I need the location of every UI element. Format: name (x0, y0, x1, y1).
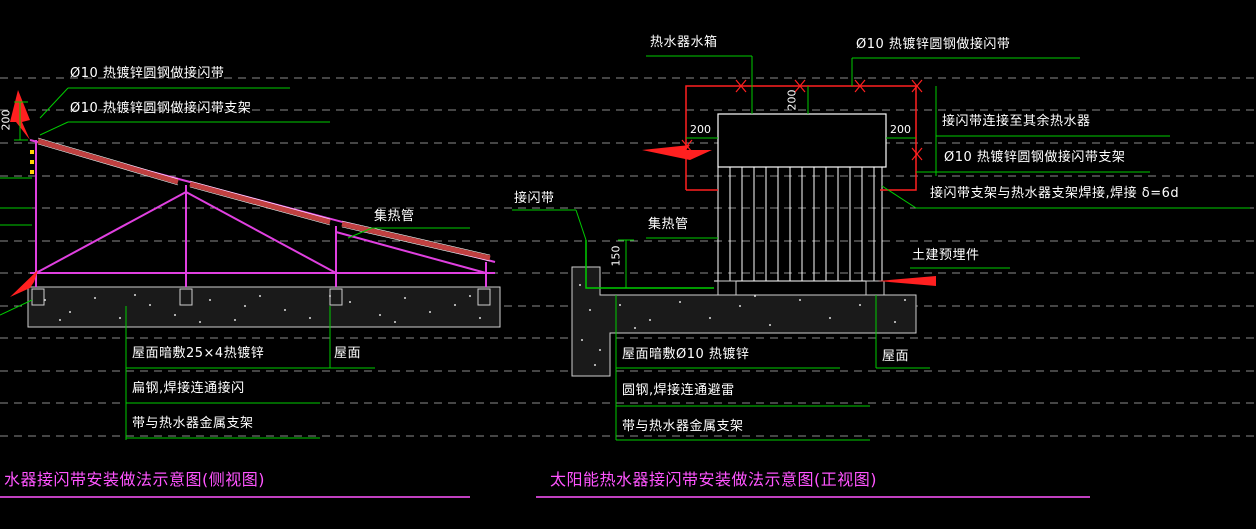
front-callout-belt: Ø10 热镀锌圆钢做接闪带 (856, 37, 1011, 52)
front-callout-metal-frame: 带与热水器金属支架 (622, 419, 744, 434)
front-callout-collector-tube: 集热管 (648, 217, 689, 232)
front-callout-weld-connect: 圆钢,焊接连通避雷 (622, 383, 735, 398)
side-view-title: 水器接闪带安装做法示意图(侧视图) (4, 470, 265, 489)
red-arrow-side-bottom (10, 270, 38, 297)
front-callout-weld-spec: 接闪带支架与热水器支架焊接,焊接 δ=6d (930, 186, 1180, 201)
red-arrow-front-right (878, 276, 936, 286)
side-callout-belt: Ø10 热镀锌圆钢做接闪带 (70, 66, 225, 81)
roof-slab-front (571, 266, 917, 377)
leader-lines-front (512, 55, 1250, 441)
lightning-belt-front (685, 85, 917, 191)
support-footings-side (31, 288, 491, 306)
front-dimension-top: 200 (785, 89, 799, 111)
leader-lines-side (0, 87, 470, 440)
front-callout-lightning-belt: 接闪带 (514, 191, 555, 206)
dimensions-front (618, 86, 916, 288)
side-dimension-200: 200 (0, 109, 13, 131)
front-callout-roof: 屋面 (882, 349, 910, 364)
air-terminal-marks-side (30, 150, 34, 174)
front-callout-round-steel: 屋面暗敷Ø10 热镀锌 (622, 347, 750, 362)
collector-tubes-front (714, 166, 890, 282)
side-callout-belt-support: Ø10 热镀锌圆钢做接闪带支架 (70, 101, 252, 116)
dimension-side (14, 101, 28, 141)
front-dimension-right: 200 (890, 123, 911, 136)
side-callout-metal-frame: 带与热水器金属支架 (132, 416, 254, 431)
front-callout-embedded-part: 土建预埋件 (912, 248, 980, 263)
front-view-drawing (512, 55, 1250, 441)
grounding-conductor-front (585, 240, 714, 289)
front-dimension-left: 200 (690, 123, 711, 136)
front-callout-belt-support: Ø10 热镀锌圆钢做接闪带支架 (944, 150, 1126, 165)
collector-tubes-side (37, 138, 491, 261)
roof-slab-side (27, 286, 501, 328)
slab-speckle-front (579, 284, 906, 366)
front-view-title: 太阳能热水器接闪带安装做法示意图(正视图) (550, 470, 877, 489)
side-view-drawing (0, 87, 501, 440)
front-dimension-150: 150 (609, 245, 623, 267)
collector-tube-outline-side (37, 137, 491, 262)
red-arrow-front-left (642, 145, 712, 160)
water-tank (717, 113, 887, 168)
front-callout-connect-other: 接闪带连接至其余热水器 (942, 114, 1091, 129)
front-callout-water-tank: 热水器水箱 (650, 35, 718, 50)
side-callout-collector-tube: 集热管 (374, 209, 415, 224)
side-callout-flat-steel: 屋面暗敷25×4热镀锌 (132, 346, 265, 361)
anchor-plates-front (717, 280, 885, 296)
side-callout-roof: 屋面 (334, 346, 362, 361)
side-callout-weld: 扁钢,焊接连通接闪 (132, 381, 245, 396)
